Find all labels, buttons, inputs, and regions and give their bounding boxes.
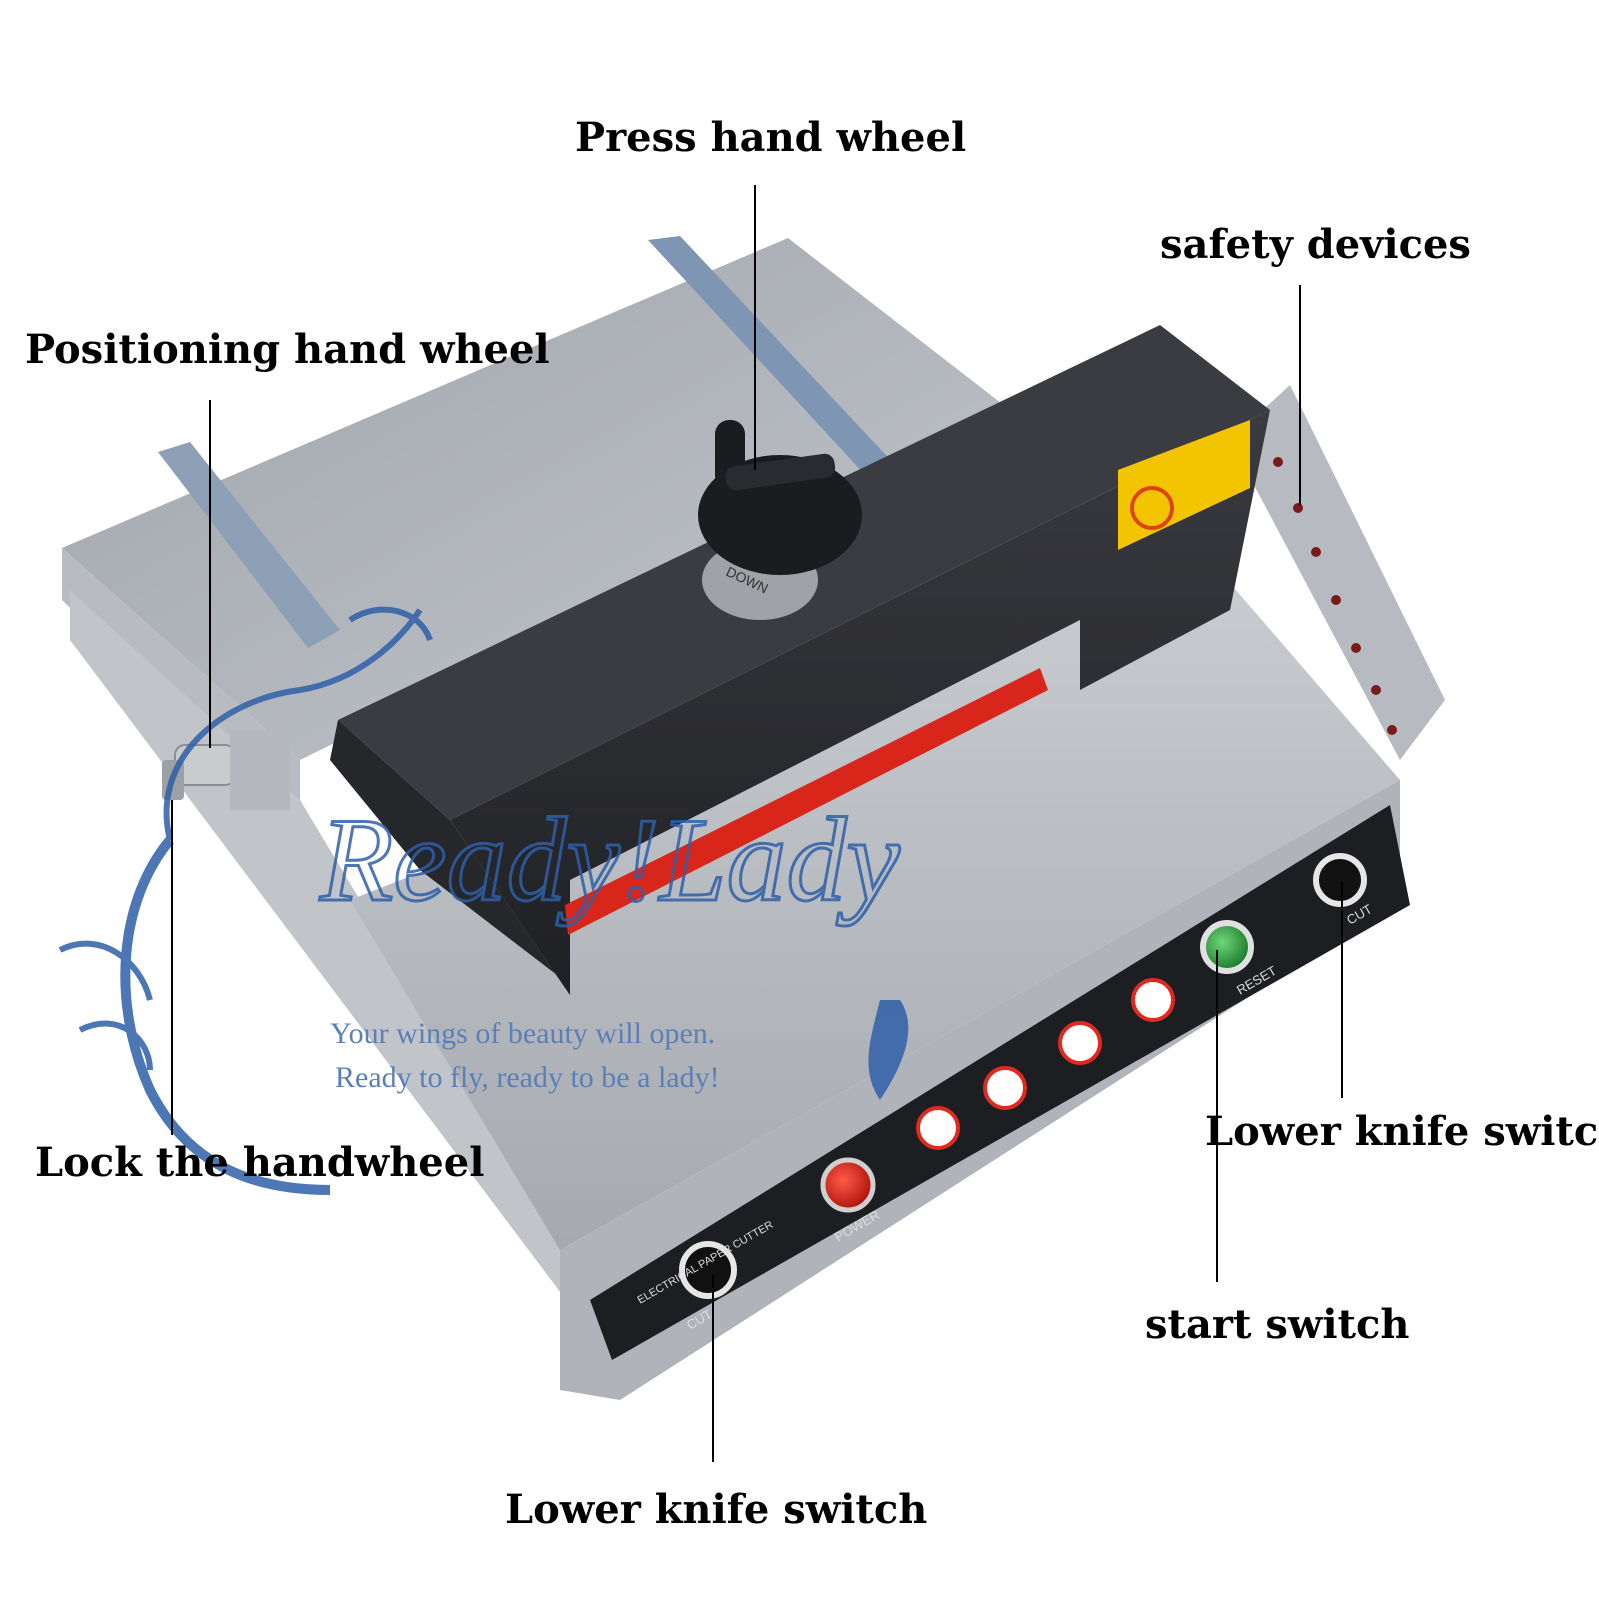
safety-guard-plate <box>1230 385 1445 760</box>
safety-device-holes <box>1273 457 1397 735</box>
label-lock-the-handwheel: Lock the handwheel <box>35 1139 485 1186</box>
prohibition-icons <box>916 978 1175 1150</box>
positioning-hand-wheel <box>162 730 290 810</box>
label-press-hand-wheel: Press hand wheel <box>575 114 967 161</box>
label-positioning-hand-wheel: Positioning hand wheel <box>25 326 550 373</box>
warning-symbol-icon <box>1130 486 1174 530</box>
cutter-bar-face <box>450 410 1270 995</box>
press-hand-wheel <box>698 420 862 620</box>
watermark-tagline-2: Ready to fly, ready to be a lady! <box>335 1061 720 1094</box>
cut-button-right <box>1313 853 1367 907</box>
watermark-logo: Ready!Lady <box>58 606 909 1195</box>
red-cutting-strip <box>565 668 1048 935</box>
cut-button-left <box>679 1241 737 1299</box>
watermark-tagline-1: Your wings of beauty will open. <box>330 1017 715 1050</box>
start-button <box>1200 920 1254 974</box>
label-start-switch: start switch <box>1145 1301 1410 1348</box>
label-safety-devices: safety devices <box>1160 221 1471 268</box>
power-button <box>820 1157 876 1213</box>
label-lower-knife-switch-bottom: Lower knife switch <box>505 1486 928 1533</box>
back-fence-ruler <box>648 236 900 476</box>
leader-lines <box>171 185 1343 1462</box>
watermark-brand: Ready!Lady <box>319 793 901 926</box>
label-lower-knife-switch-right: Lower knife switch <box>1205 1108 1599 1155</box>
warning-label <box>1118 420 1250 550</box>
side-ruler <box>158 442 340 648</box>
cutter-bar-front <box>330 720 570 995</box>
front-work-table <box>350 560 1400 1250</box>
